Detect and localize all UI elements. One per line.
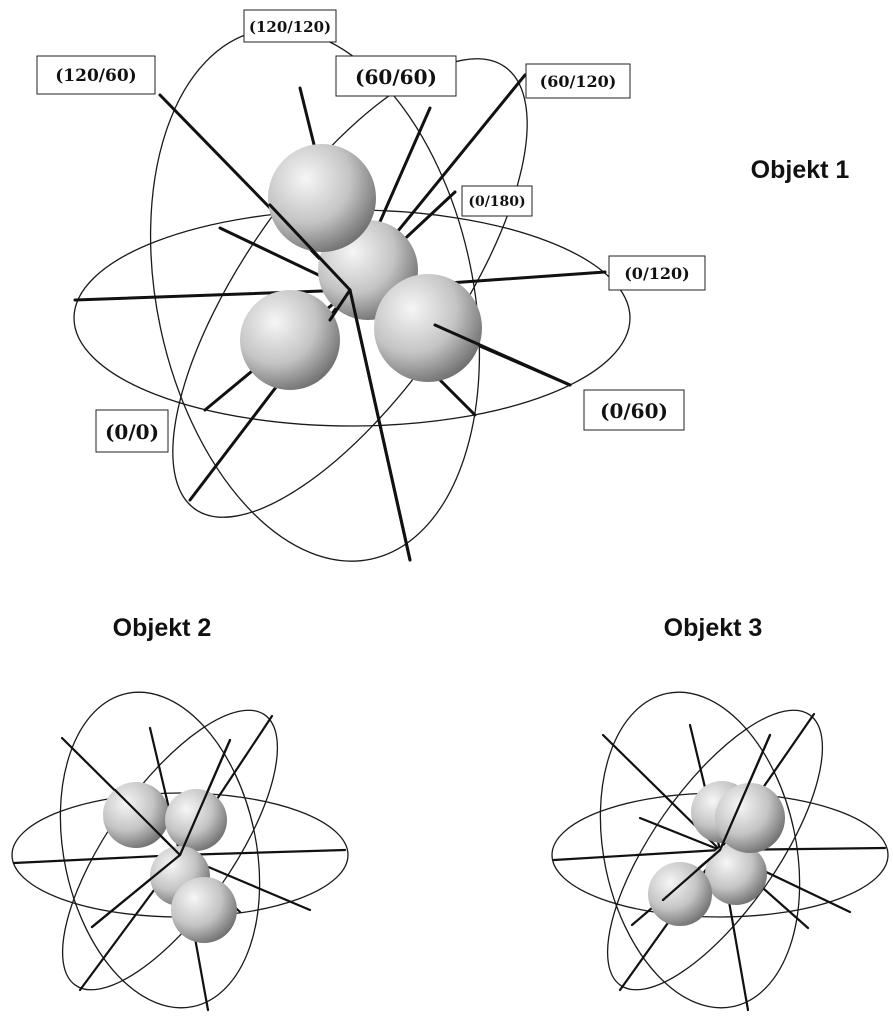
spoke-front bbox=[268, 203, 352, 292]
svg-text:(60/60): (60/60) bbox=[355, 65, 437, 89]
ring-tilted bbox=[606, 709, 824, 991]
sphere bbox=[374, 274, 482, 382]
spoke-front bbox=[178, 738, 232, 857]
svg-text:(120/60): (120/60) bbox=[55, 66, 136, 86]
label-60-60: (60/60) bbox=[335, 55, 457, 97]
spoke bbox=[552, 848, 722, 862]
svg-text:(0/60): (0/60) bbox=[600, 399, 668, 423]
label-120-120: (120/120) bbox=[243, 9, 337, 43]
svg-text:(120/120): (120/120) bbox=[249, 18, 331, 36]
sphere bbox=[240, 290, 340, 390]
spoke bbox=[12, 853, 182, 865]
sphere bbox=[171, 877, 237, 943]
spoke-front bbox=[433, 323, 572, 387]
sphere bbox=[648, 862, 712, 926]
spoke bbox=[638, 816, 722, 852]
sphere bbox=[103, 782, 169, 848]
svg-text:(60/120): (60/120) bbox=[540, 72, 617, 91]
spoke-front bbox=[718, 733, 772, 852]
svg-text:(0/180): (0/180) bbox=[468, 194, 525, 210]
sphere bbox=[268, 144, 376, 252]
label-60-120: (60/120) bbox=[525, 63, 631, 99]
label-0-180: (0/180) bbox=[461, 185, 533, 217]
sphere bbox=[705, 843, 767, 905]
object-2-title: Objekt 2 bbox=[113, 614, 212, 642]
spoke bbox=[73, 288, 352, 302]
object-3-figure bbox=[551, 691, 889, 1012]
label-0-120: (0/120) bbox=[608, 255, 706, 291]
ring-vertical bbox=[59, 691, 261, 1009]
spoke bbox=[178, 848, 347, 857]
object-1-figure: (120/120) (120/60) (60/60) (60/120) (0/1… bbox=[36, 9, 706, 562]
object-1-title: Objekt 1 bbox=[751, 156, 850, 184]
spoke-front bbox=[348, 288, 412, 562]
svg-text:(0/0): (0/0) bbox=[105, 420, 159, 444]
sphere bbox=[715, 783, 785, 853]
label-0-60: (0/60) bbox=[583, 389, 685, 431]
object-3-title: Objekt 3 bbox=[664, 614, 763, 642]
label-0-0: (0/0) bbox=[95, 409, 169, 453]
ring-vertical bbox=[599, 691, 801, 1009]
svg-text:(0/120): (0/120) bbox=[624, 264, 690, 283]
spoke-front bbox=[113, 788, 182, 857]
spoke-front bbox=[661, 848, 722, 902]
spoke-front bbox=[328, 288, 352, 322]
spoke-front bbox=[90, 853, 182, 929]
label-120-60: (120/60) bbox=[36, 55, 156, 95]
object-2-figure bbox=[11, 691, 349, 1012]
